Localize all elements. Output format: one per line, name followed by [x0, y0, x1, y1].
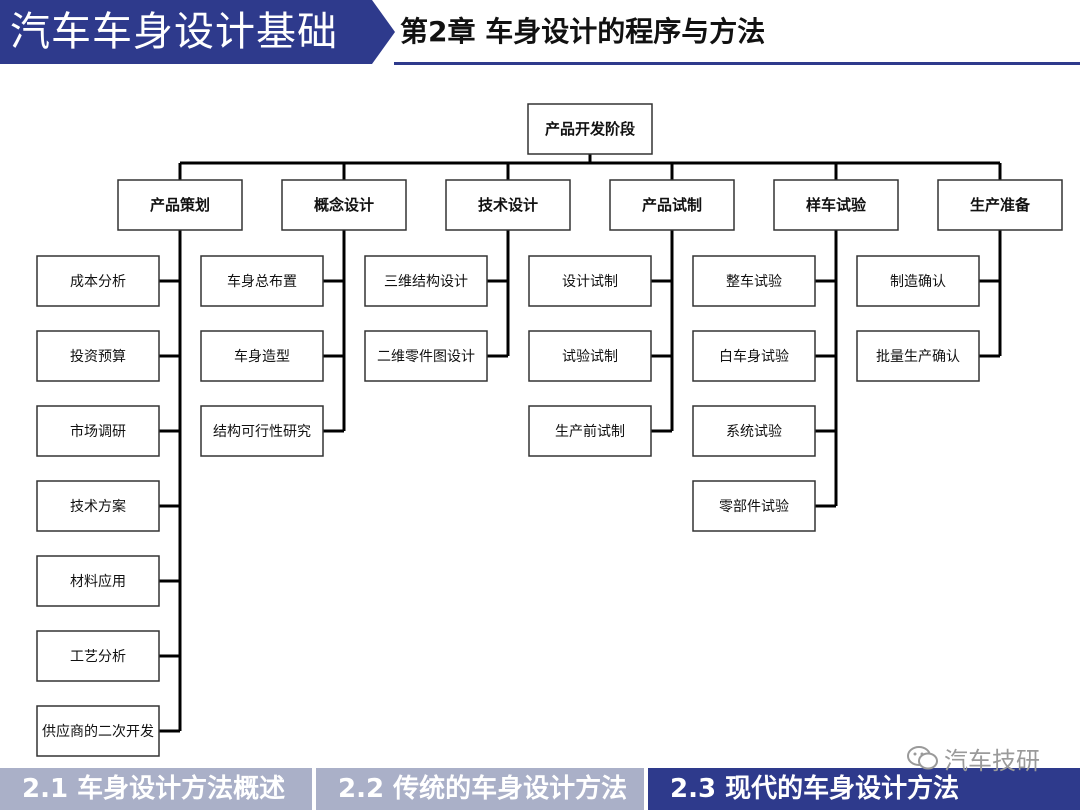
task-node-box: [692, 405, 816, 457]
task-node-label: 工艺分析: [70, 649, 126, 665]
stage-node-box: [937, 179, 1063, 231]
footer-tab-2-1[interactable]: 2.1 车身设计方法概述: [0, 768, 312, 810]
task-node-box: [528, 330, 652, 382]
stage-node-box: [117, 179, 243, 231]
task-node: 试验试制: [528, 330, 652, 382]
task-node-label: 供应商的二次开发: [42, 723, 154, 740]
product-development-tree: 产品开发阶段产品策划成本分析投资预算市场调研技术方案材料应用工艺分析供应商的二次…: [36, 103, 1063, 757]
task-node-box: [36, 555, 160, 607]
course-title: 汽车车身设计基础: [10, 9, 338, 55]
task-node-box: [200, 405, 324, 457]
root-node-label: 产品开发阶段: [545, 120, 635, 138]
stage-node: 概念设计: [281, 179, 407, 231]
task-node-label: 试验试制: [562, 349, 618, 365]
task-node-label: 系统试验: [726, 424, 782, 440]
task-node-label: 车身造型: [234, 348, 290, 365]
task-node-box: [36, 405, 160, 457]
task-node-label: 二维零件图设计: [377, 349, 475, 365]
stage-node: 产品试制: [609, 179, 735, 231]
stage-node: 生产准备: [937, 179, 1063, 231]
task-node: 设计试制: [528, 255, 652, 307]
task-node-box: [36, 630, 160, 682]
stage-node-label: 概念设计: [314, 196, 374, 214]
task-node-box: [856, 255, 980, 307]
task-node: 批量生产确认: [856, 330, 980, 382]
task-node-box: [692, 330, 816, 382]
header-title-banner: [0, 0, 395, 64]
task-node-box: [364, 330, 488, 382]
task-node: 材料应用: [36, 555, 160, 607]
root-node-box: [527, 103, 653, 155]
wechat-icon: [907, 746, 938, 770]
header-rule: [394, 62, 1080, 65]
task-node-label: 生产前试制: [555, 423, 625, 440]
task-node-label: 整车试验: [726, 273, 782, 290]
stage-node-label: 产品策划: [150, 196, 210, 214]
task-node-label: 零部件试验: [719, 499, 789, 515]
task-node-label: 三维结构设计: [384, 274, 468, 290]
stage-node: 产品策划: [117, 179, 243, 231]
task-node: 零部件试验: [692, 480, 816, 532]
task-node-box: [364, 255, 488, 307]
chapter-title: 第2章 车身设计的程序与方法: [400, 15, 766, 48]
task-node-label: 技术方案: [70, 498, 126, 515]
task-node-label: 投资预算: [70, 349, 126, 365]
task-node: 车身总布置: [200, 255, 324, 307]
stage-node-label: 样车试验: [806, 196, 867, 214]
task-node-label: 结构可行性研究: [213, 424, 311, 440]
task-node: 生产前试制: [528, 405, 652, 457]
task-node-label: 设计试制: [562, 274, 618, 290]
task-node-label: 批量生产确认: [876, 349, 960, 365]
task-node: 白车身试验: [692, 330, 816, 382]
task-node-label: 车身总布置: [227, 273, 297, 290]
task-node-label: 白车身试验: [719, 348, 789, 365]
task-node-box: [856, 330, 980, 382]
stage-node-label: 产品试制: [642, 196, 702, 214]
task-node: 成本分析: [36, 255, 160, 307]
task-node-box: [528, 405, 652, 457]
stage-node-label: 技术设计: [478, 196, 538, 214]
task-node-box: [692, 255, 816, 307]
task-node: 整车试验: [692, 255, 816, 307]
task-node-box: [692, 480, 816, 532]
task-node-box: [36, 480, 160, 532]
task-node-box: [200, 330, 324, 382]
task-node: 供应商的二次开发: [36, 705, 160, 757]
watermark-text: 汽车技研: [944, 746, 1040, 775]
task-node: 工艺分析: [36, 630, 160, 682]
task-node-label: 市场调研: [70, 423, 126, 440]
task-node-box: [36, 705, 160, 757]
stage-node-box: [773, 179, 899, 231]
task-node: 系统试验: [692, 405, 816, 457]
task-node: 投资预算: [36, 330, 160, 382]
stage-node: 样车试验: [773, 179, 899, 231]
task-node-label: 制造确认: [890, 274, 946, 290]
root-node: 产品开发阶段: [527, 103, 653, 155]
task-node-box: [528, 255, 652, 307]
stage-node-box: [445, 179, 571, 231]
stage-node-box: [281, 179, 407, 231]
task-node-box: [36, 255, 160, 307]
stage-node-box: [609, 179, 735, 231]
task-node: 市场调研: [36, 405, 160, 457]
task-node: 车身造型: [200, 330, 324, 382]
stage-node: 技术设计: [445, 179, 571, 231]
stage-node-label: 生产准备: [970, 196, 1031, 214]
task-node-box: [36, 330, 160, 382]
task-node-box: [200, 255, 324, 307]
watermark: 汽车技研: [906, 742, 1040, 775]
footer-tab-2-2[interactable]: 2.2 传统的车身设计方法: [316, 768, 644, 810]
task-node-label: 成本分析: [70, 274, 126, 290]
task-node: 技术方案: [36, 480, 160, 532]
task-node-label: 材料应用: [70, 573, 126, 590]
task-node: 结构可行性研究: [200, 405, 324, 457]
task-node: 二维零件图设计: [364, 330, 488, 382]
task-node: 制造确认: [856, 255, 980, 307]
footer-tab-2-3[interactable]: 2.3 现代的车身设计方法: [648, 768, 1080, 810]
task-node: 三维结构设计: [364, 255, 488, 307]
